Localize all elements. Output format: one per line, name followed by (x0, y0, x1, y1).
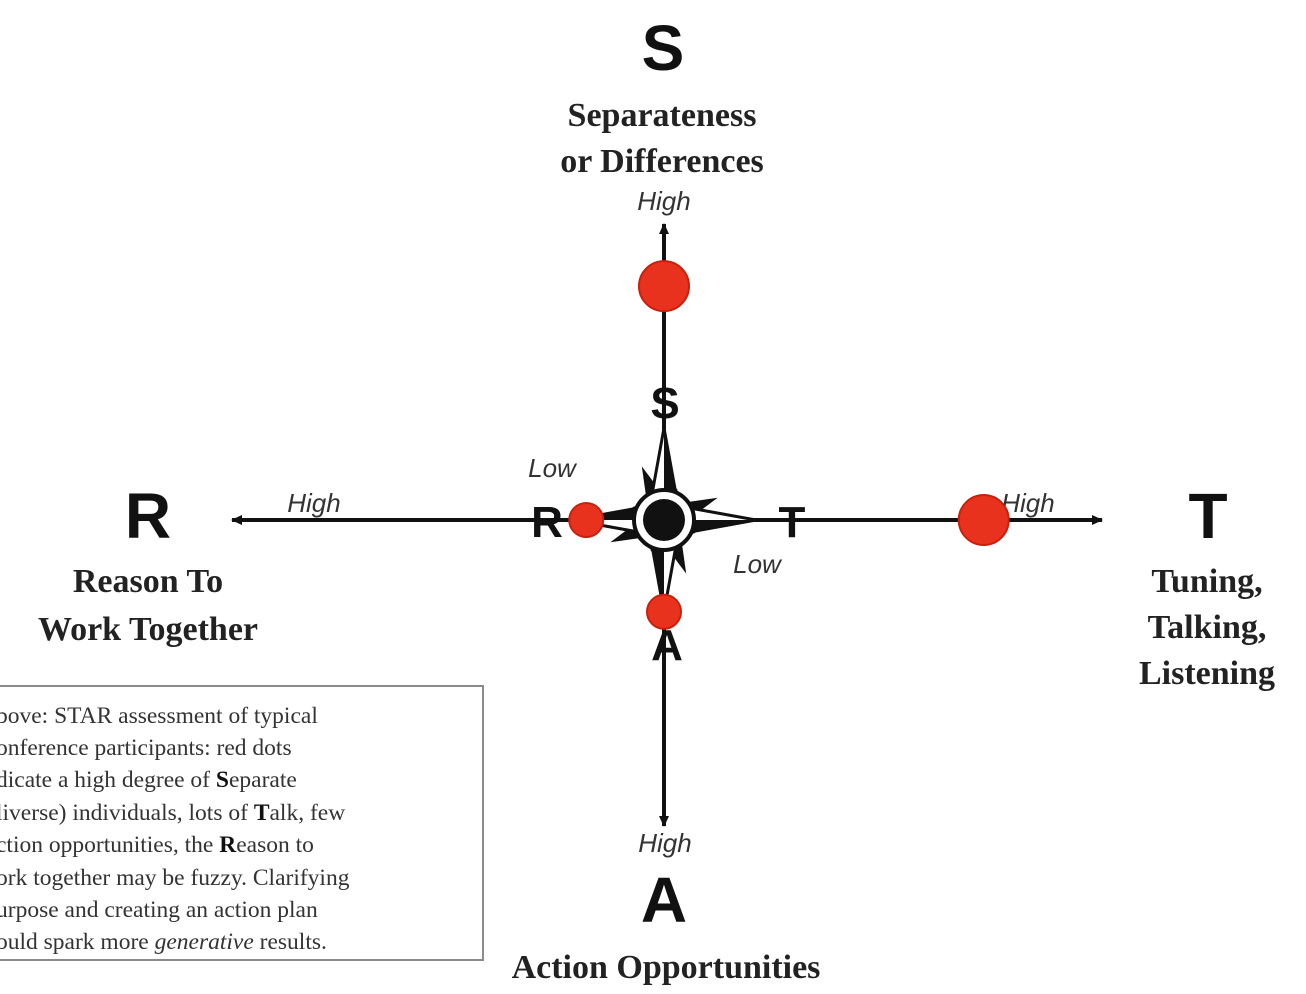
compass-center (643, 499, 685, 541)
note-segment: S (215, 767, 229, 793)
note-segment: liverse) individuals, lots of (0, 800, 254, 826)
note-segment: results. (253, 929, 327, 955)
note-segment: eason to (236, 832, 314, 858)
axis-t-high-label: High (1001, 488, 1054, 518)
axis-s-title-line-2: or Differences (560, 143, 764, 180)
axis-a-title: Action Opportunities (512, 949, 821, 986)
note-segment: dicate a high degree of (0, 767, 216, 793)
axis-s-letter: S (642, 12, 685, 84)
note-segment: ction opportunities, the (0, 832, 220, 858)
note-segment: generative (154, 929, 254, 955)
axis-r-letter: R (125, 480, 171, 552)
note-segment: urpose and creating an action plan (0, 897, 318, 923)
axis-r-title-line-2: Work Together (38, 611, 258, 648)
note-segment: bove: STAR assessment of typical (0, 703, 318, 729)
assessment-note: bove: STAR assessment of typical onferen… (0, 685, 484, 961)
note-segment: R (219, 832, 237, 858)
assessment-dot-s (638, 260, 690, 313)
axis-t-letter: T (1188, 480, 1227, 552)
axis-t-title-line-3: Listening (1139, 655, 1275, 692)
assessment-dot-a (646, 593, 682, 630)
note-line: liverse) individuals, lots of Talk, few (0, 800, 346, 826)
compass-letter-r: R (531, 498, 563, 547)
assessment-dot-t (957, 494, 1010, 546)
note-line: dicate a high degree of Separate (0, 767, 297, 793)
note-segment: ould spark more (0, 929, 155, 955)
axis-r-high-label: High (287, 488, 340, 518)
assessment-dot-r (568, 502, 605, 538)
compass-letter-t: T (779, 498, 806, 547)
axis-t-low-label: Low (733, 549, 783, 579)
axis-s-high-label: High (637, 186, 690, 216)
note-segment: eparate (228, 767, 297, 793)
axis-r-low-label: Low (528, 453, 578, 483)
axis-t-title-line-2: Talking, (1148, 609, 1267, 646)
note-line: ould spark more generative results. (0, 929, 327, 955)
note-line: ction opportunities, the Reason to (0, 832, 314, 858)
note-line: onference participants: red dots (0, 735, 292, 761)
note-segment: ork together may be fuzzy. Clarifying (0, 865, 350, 891)
axis-t-title-line-1: Tuning, (1151, 563, 1262, 600)
compass-letter-s: S (650, 379, 679, 428)
note-segment: alk, few (269, 800, 346, 826)
note-line: ork together may be fuzzy. Clarifying (0, 865, 350, 891)
note-line: bove: STAR assessment of typical (0, 703, 318, 729)
note-segment: T (253, 800, 270, 826)
axis-a-letter: A (641, 864, 687, 936)
note-line: urpose and creating an action plan (0, 897, 318, 923)
axis-r-title-line-1: Reason To (73, 563, 223, 600)
axis-s-title-line-1: Separateness (568, 97, 757, 134)
note-segment: onference participants: red dots (0, 735, 292, 761)
axis-a-high-label: High (638, 828, 691, 858)
